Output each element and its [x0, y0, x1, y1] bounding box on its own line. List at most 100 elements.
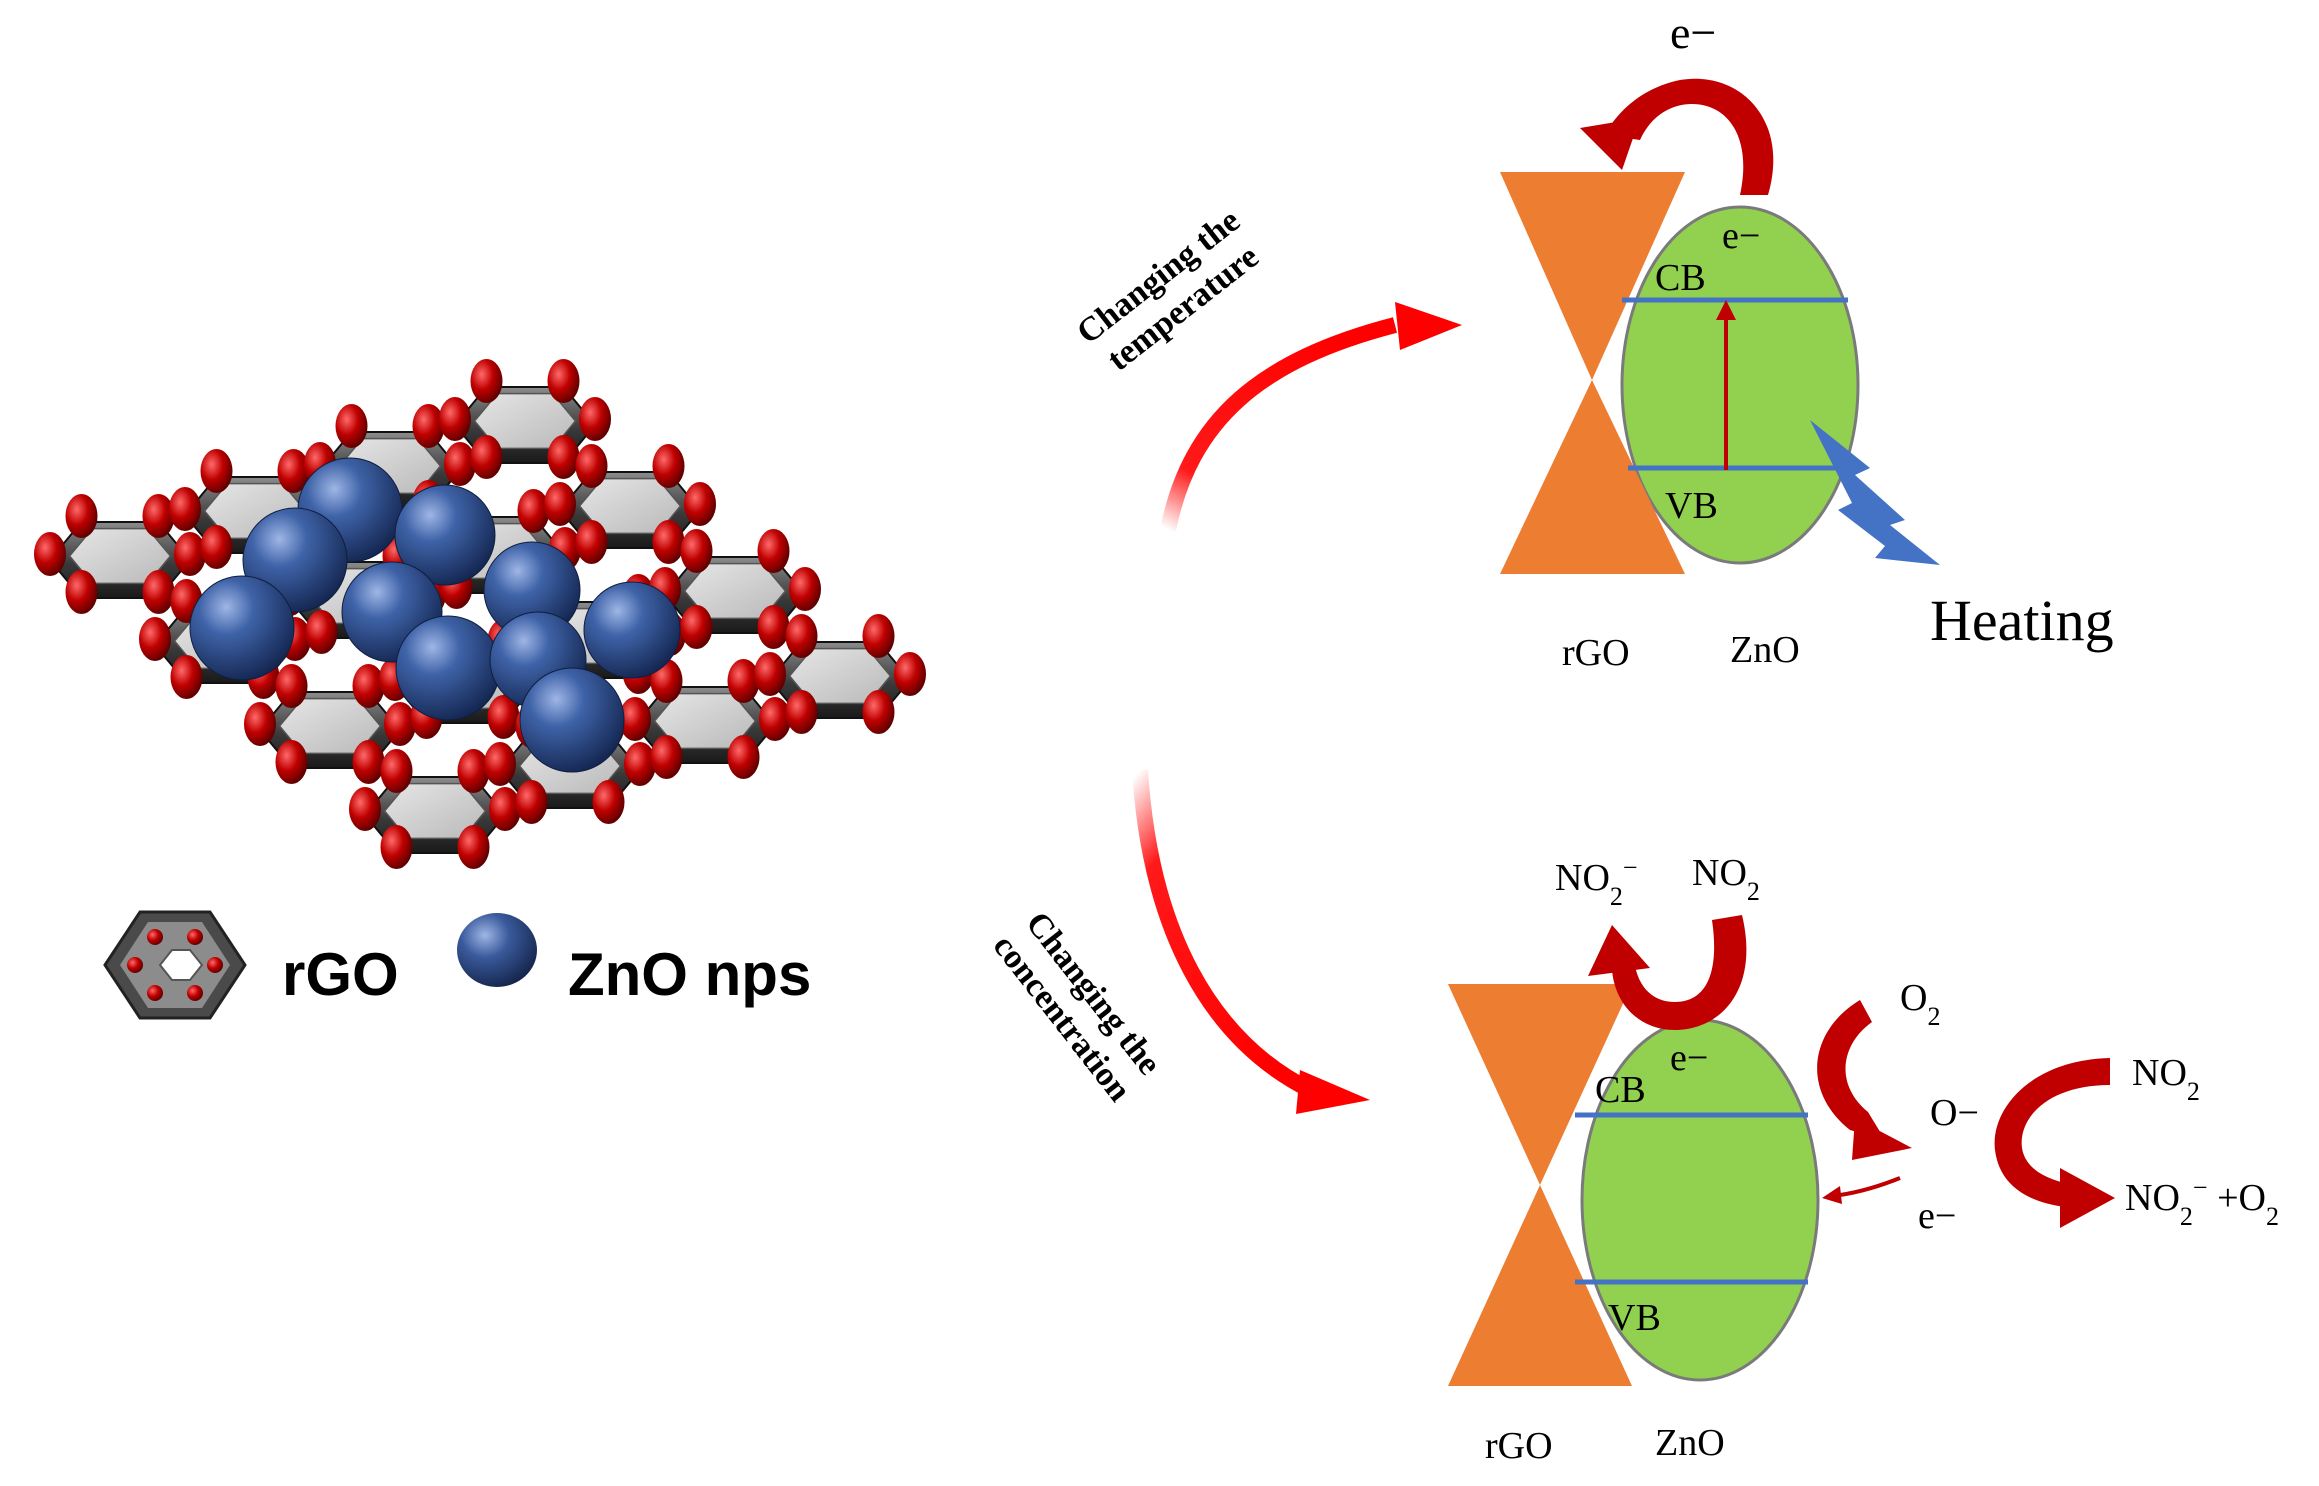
rgo-knob	[457, 825, 490, 869]
rgo-zno-composite	[34, 359, 926, 869]
rgo-knob	[484, 742, 516, 786]
rgo-knob	[785, 614, 818, 658]
oxygen-adsorption-arrow	[1817, 1000, 1912, 1160]
rgo-knob	[575, 520, 608, 564]
rgo-knob	[489, 787, 521, 831]
rgo-knob	[142, 570, 175, 614]
rgo-knob	[470, 359, 503, 403]
concentration-label: Changing the concentration	[986, 905, 1169, 1108]
o-minus-label: O−	[1930, 1092, 1979, 1134]
rgo-knob	[652, 520, 685, 564]
zno-sphere	[395, 615, 501, 721]
temperature-arrow	[1160, 302, 1462, 532]
concentration-arrow	[1132, 769, 1370, 1114]
electron-flow-arrow	[1839, 1176, 1901, 1197]
no2-right-label: NO2	[2132, 1052, 2200, 1106]
rgo-knob	[34, 532, 66, 576]
rgo-knob	[650, 735, 683, 779]
product-label: NO2− +O2	[2125, 1173, 2279, 1231]
top-zno-ellipse	[1620, 205, 1860, 565]
rgo-knob	[652, 444, 685, 488]
legend-zno-label: ZnO nps	[568, 941, 811, 1008]
top-electron-transfer-arrow	[1580, 78, 1774, 195]
top-excitation-head	[1716, 300, 1736, 320]
top-rgo-cone	[1500, 172, 1685, 574]
rgo-knob	[547, 435, 580, 479]
rgo-knob	[335, 404, 368, 448]
rgo-knob	[547, 359, 580, 403]
bottom-zno-label: ZnO	[1655, 1422, 1725, 1464]
bottom-band-diagram: CB e− VB rGO ZnO NO2− NO2 O2 O− e−	[1448, 852, 2279, 1467]
rgo-knob	[65, 494, 98, 538]
legend: rGO ZnO nps	[103, 910, 811, 1020]
o2-label: O2	[1900, 977, 1940, 1031]
rgo-knob	[380, 749, 413, 793]
rgo-knob	[380, 825, 413, 869]
rgo-knob	[349, 787, 381, 831]
rgo-knob	[785, 690, 818, 734]
zno-nanoparticles	[189, 457, 681, 773]
bottom-cb-electron: e−	[1670, 1037, 1708, 1079]
rgo-knob	[352, 740, 385, 784]
rgo-knob	[759, 697, 791, 741]
rgo-knob	[305, 610, 338, 654]
no2-reaction-arrow	[1994, 1058, 2115, 1228]
top-cb-label: CB	[1655, 257, 1706, 299]
rgo-knob	[275, 740, 308, 784]
rgo-knob	[169, 487, 201, 531]
rgo-knob	[619, 697, 651, 741]
no2-adsorption-arrow	[1588, 915, 1747, 1030]
no2-ion-label: NO2−	[1555, 853, 1638, 911]
rgo-knob	[579, 397, 611, 441]
rgo-knob	[862, 614, 895, 658]
rgo-knob	[727, 659, 760, 703]
top-vb-label: VB	[1665, 485, 1718, 527]
rgo-knob	[139, 617, 171, 661]
rgo-knob	[244, 702, 276, 746]
no2-gas-label: NO2	[1692, 852, 1760, 906]
heating-label: Heating	[1930, 588, 2114, 653]
rgo-knob	[680, 605, 713, 649]
rgo-knob	[200, 449, 233, 493]
rgo-knob	[515, 780, 548, 824]
rgo-knob	[170, 655, 203, 699]
rgo-knob	[727, 735, 760, 779]
rgo-knob	[174, 532, 206, 576]
top-electron-label: e−	[1670, 7, 1716, 58]
rgo-knob	[65, 570, 98, 614]
rgo-knob	[457, 749, 490, 793]
legend-rgo-label: rGO	[282, 941, 399, 1008]
bottom-cb-label: CB	[1595, 1069, 1646, 1111]
bottom-rgo-label: rGO	[1485, 1425, 1553, 1467]
rgo-knob	[200, 525, 233, 569]
electron-flow-head	[1822, 1186, 1842, 1204]
rgo-knob	[575, 444, 608, 488]
rgo-knob	[754, 652, 786, 696]
zno-sphere	[583, 581, 681, 679]
rgo-knob	[789, 567, 821, 611]
temperature-label: Changing the temperature	[1070, 202, 1266, 378]
zno-sphere	[394, 484, 496, 586]
zno-sphere	[189, 575, 295, 681]
rgo-knob	[444, 442, 476, 486]
top-rgo-label: rGO	[1562, 632, 1630, 674]
rgo-sheet	[34, 359, 926, 869]
rgo-knob	[384, 702, 416, 746]
bottom-rgo-cone	[1448, 984, 1632, 1386]
top-zno-label: ZnO	[1730, 629, 1800, 671]
bottom-vb-label: VB	[1608, 1297, 1661, 1339]
rgo-knob	[517, 489, 550, 533]
rgo-knob	[544, 482, 576, 526]
rgo-knob	[757, 605, 790, 649]
rgo-knob	[142, 494, 175, 538]
rgo-knob	[352, 664, 385, 708]
rgo-knob	[684, 482, 716, 526]
top-cb-electron: e−	[1722, 215, 1760, 257]
zno-sphere	[519, 667, 625, 773]
rgo-knob	[862, 690, 895, 734]
lightning-icon	[1810, 420, 1940, 565]
rgo-knob	[439, 397, 471, 441]
rgo-knob	[412, 404, 445, 448]
